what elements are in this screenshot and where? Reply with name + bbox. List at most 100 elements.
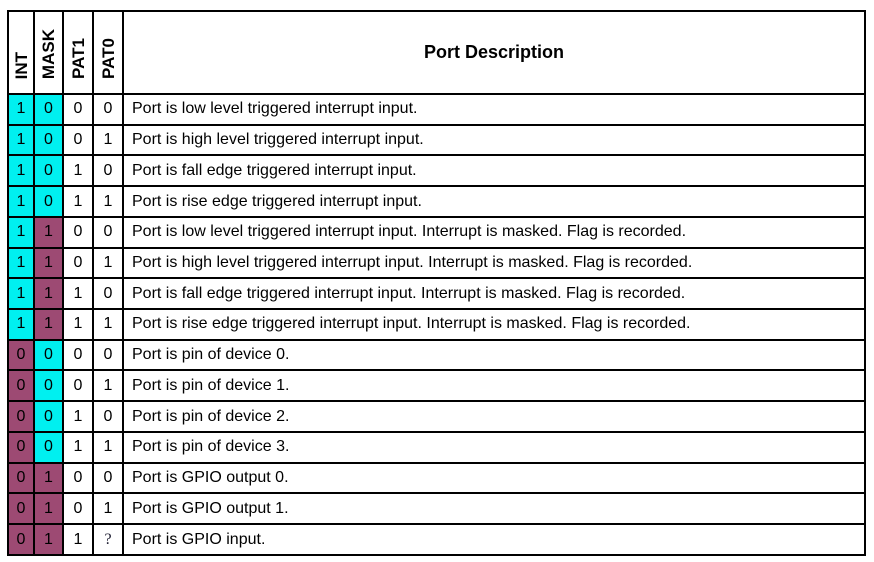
- description-cell: Port is GPIO output 1.: [122, 492, 866, 526]
- bit-cell-pat1: 1: [62, 430, 94, 464]
- bit-cell-pat0: 1: [92, 185, 124, 218]
- bit-cell-mask: 1: [33, 277, 64, 311]
- description-cell: Port is GPIO output 0.: [122, 461, 866, 495]
- bit-cell-int: 0: [7, 400, 35, 433]
- bit-cell-pat0: 1: [92, 308, 124, 341]
- bit-cell-mask: 0: [33, 154, 64, 188]
- table-header: INT MASK PAT1 PAT0 Port Description: [7, 10, 866, 95]
- bit-cell-pat1: 0: [62, 246, 94, 280]
- description-cell: Port is fall edge triggered interrupt in…: [122, 154, 866, 188]
- bit-cell-int: 1: [7, 246, 35, 280]
- description-cell: Port is high level triggered interrupt i…: [122, 246, 866, 280]
- bit-cell-pat1: 1: [62, 277, 94, 311]
- bit-cell-pat0: 0: [92, 277, 124, 311]
- bit-cell-mask: 1: [33, 461, 64, 495]
- bit-cell-mask: 0: [33, 430, 64, 464]
- bit-cell-mask: 1: [33, 492, 64, 526]
- bit-cell-int: 0: [7, 461, 35, 495]
- bit-cell-mask: 1: [33, 308, 64, 341]
- bit-cell-pat1: 0: [62, 492, 94, 526]
- description-cell: Port is pin of device 0.: [122, 338, 866, 372]
- bit-cell-int: 1: [7, 185, 35, 218]
- description-cell: Port is pin of device 2.: [122, 400, 866, 433]
- bit-cell-pat1: 1: [62, 185, 94, 218]
- bit-cell-mask: 0: [33, 93, 64, 126]
- column-header-pat0-label: PAT0: [98, 38, 118, 79]
- bit-cell-int: 0: [7, 492, 35, 526]
- bit-cell-int: 1: [7, 215, 35, 249]
- bit-cell-int: 0: [7, 523, 35, 556]
- header-row: INT MASK PAT1 PAT0 Port Description: [7, 10, 866, 95]
- bit-cell-pat1: 0: [62, 461, 94, 495]
- column-header-mask: MASK: [33, 10, 64, 95]
- bit-cell-int: 1: [7, 123, 35, 157]
- description-cell: Port is GPIO input.: [122, 523, 866, 556]
- bit-cell-pat1: 0: [62, 338, 94, 372]
- column-header-pat1: PAT1: [62, 10, 94, 95]
- bit-cell-pat0: 0: [92, 215, 124, 249]
- column-header-int-label: INT: [11, 51, 31, 79]
- bit-cell-mask: 1: [33, 246, 64, 280]
- bit-cell-mask: 1: [33, 215, 64, 249]
- bit-cell-pat0: 1: [92, 430, 124, 464]
- column-header-mask-label: MASK: [39, 28, 58, 79]
- bit-cell-pat0: 0: [92, 93, 124, 126]
- bit-cell-mask: 0: [33, 185, 64, 218]
- column-header-pat1-label: PAT1: [68, 38, 88, 79]
- bit-cell-pat1: 0: [62, 369, 94, 403]
- bit-cell-int: 1: [7, 277, 35, 311]
- bit-cell-int: 0: [7, 369, 35, 403]
- bit-cell-pat1: 1: [62, 154, 94, 188]
- bit-cell-mask: 0: [33, 123, 64, 157]
- column-header-int: INT: [7, 10, 35, 95]
- bit-cell-int: 1: [7, 154, 35, 188]
- bit-cell-mask: 0: [33, 400, 64, 433]
- bit-cell-pat0: 1: [92, 369, 124, 403]
- bit-cell-pat1: 1: [62, 523, 94, 556]
- description-cell: Port is low level triggered interrupt in…: [122, 215, 866, 249]
- bit-cell-mask: 1: [33, 523, 64, 556]
- bit-cell-mask: 0: [33, 338, 64, 372]
- column-header-port-description: Port Description: [122, 10, 866, 95]
- column-header-pat0: PAT0: [92, 10, 124, 95]
- bit-cell-pat0: 0: [92, 400, 124, 433]
- bit-cell-pat0: 1: [92, 492, 124, 526]
- bit-cell-pat1: 0: [62, 93, 94, 126]
- bit-cell-pat0: 0: [92, 461, 124, 495]
- description-cell: Port is rise edge triggered interrupt in…: [122, 185, 866, 218]
- bit-cell-int: 0: [7, 338, 35, 372]
- description-cell: Port is fall edge triggered interrupt in…: [122, 277, 866, 311]
- bit-cell-pat0: 1: [92, 246, 124, 280]
- description-cell: Port is pin of device 3.: [122, 430, 866, 464]
- bit-cell-int: 1: [7, 93, 35, 126]
- bit-cell-pat0: ?: [92, 523, 124, 556]
- bit-cell-pat0: 1: [92, 123, 124, 157]
- description-cell: Port is high level triggered interrupt i…: [122, 123, 866, 157]
- description-cell: Port is low level triggered interrupt in…: [122, 93, 866, 126]
- bit-cell-int: 1: [7, 308, 35, 341]
- bit-cell-pat0: 0: [92, 154, 124, 188]
- bit-cell-int: 0: [7, 430, 35, 464]
- bit-cell-pat1: 1: [62, 400, 94, 433]
- bit-cell-pat1: 1: [62, 308, 94, 341]
- description-cell: Port is pin of device 1.: [122, 369, 866, 403]
- bit-cell-pat1: 0: [62, 123, 94, 157]
- description-cell: Port is rise edge triggered interrupt in…: [122, 308, 866, 341]
- bit-cell-pat0: 0: [92, 338, 124, 372]
- bit-cell-pat1: 0: [62, 215, 94, 249]
